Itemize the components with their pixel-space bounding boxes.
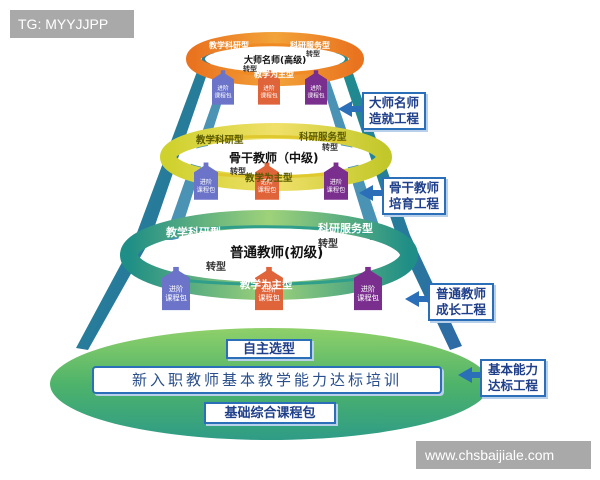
package-label: 进阶	[262, 284, 277, 293]
base-top-label: 自主选型	[226, 339, 312, 359]
package-label: 课程包	[260, 92, 277, 100]
course-packages: 进阶课程包进阶课程包进阶课程包进阶课程包进阶课程包进阶课程包进阶课程包进阶课程包…	[162, 70, 382, 311]
package-label: 课程包	[307, 92, 324, 100]
l3-zhuan-2: 转型	[206, 260, 226, 273]
package-label: 进阶	[169, 284, 184, 293]
l2-zhuan-1: 转型	[322, 142, 338, 152]
package-label: 进阶	[310, 84, 322, 92]
side-box-base: 基本能力 达标工程	[480, 359, 546, 397]
side-line: 大师名师	[368, 95, 419, 110]
l2-left-band: 教学科研型	[195, 134, 244, 146]
package-label: 进阶	[263, 84, 275, 92]
side-line: 基本能力	[487, 362, 538, 377]
arrow-icon	[338, 101, 362, 117]
arrow-icon	[405, 291, 429, 307]
side-box-level-1: 大师名师 造就工程	[362, 92, 426, 130]
side-line: 骨干教师	[388, 180, 439, 195]
side-line: 成长工程	[435, 302, 486, 317]
package-label: 进阶	[261, 178, 274, 186]
watermark-bottom-right: www.chsbaijiale.com	[416, 441, 591, 469]
l1-title: 大师名师(高级)	[244, 54, 306, 66]
l3-title: 普通教师(初级)	[230, 244, 323, 261]
l1-zhuan-2: 转型	[243, 64, 257, 73]
package-label: 课程包	[214, 92, 231, 100]
package-label: 课程包	[357, 294, 379, 303]
l2-zhuan-2: 转型	[230, 166, 246, 176]
l3-zhuan-1: 转型	[318, 237, 338, 250]
package-label: 进阶	[217, 84, 229, 92]
base-bottom-label: 基础综合课程包	[204, 402, 336, 424]
side-line: 培育工程	[388, 196, 439, 211]
watermark-top-left: TG: MYYJJPP	[10, 10, 134, 38]
l3-left-band: 教学科研型	[165, 225, 221, 239]
package-label: 进阶	[330, 178, 343, 186]
package-label: 课程包	[327, 186, 346, 194]
l3-bottom-band: 教学为主型	[239, 278, 293, 291]
package-label: 进阶	[200, 178, 213, 186]
package-label: 课程包	[197, 186, 216, 194]
l1-right-band: 科研服务型	[290, 40, 330, 50]
l2-bottom-band: 教学为主型	[244, 172, 293, 184]
l2-right-band: 科研服务型	[299, 131, 347, 143]
side-box-level-2: 骨干教师 培育工程	[382, 177, 446, 215]
l1-bottom-band: 教学为主型	[253, 69, 294, 79]
side-line: 造就工程	[368, 111, 419, 126]
arrow-icon	[359, 185, 383, 201]
ring-texts: 教学科研型 科研服务型 教学为主型 大师名师(高级) 转型 转型 教学科研型 科…	[165, 40, 373, 291]
base-main-label: 新入职教师基本教学能力达标培训	[92, 366, 442, 394]
package-label: 课程包	[165, 294, 187, 303]
package-label: 课程包	[258, 294, 280, 303]
package-label: 课程包	[258, 186, 277, 194]
l3-right-band: 科研服务型	[318, 221, 373, 235]
side-line: 达标工程	[487, 378, 538, 393]
side-box-level-3: 普通教师 成长工程	[428, 283, 494, 321]
package-label: 进阶	[361, 284, 376, 293]
l2-title: 骨干教师（中级)	[229, 150, 319, 165]
side-line: 普通教师	[435, 286, 486, 301]
l1-zhuan-1: 转型	[306, 49, 320, 58]
arrow-icon	[458, 367, 482, 383]
l1-left-band: 教学科研型	[208, 40, 249, 50]
